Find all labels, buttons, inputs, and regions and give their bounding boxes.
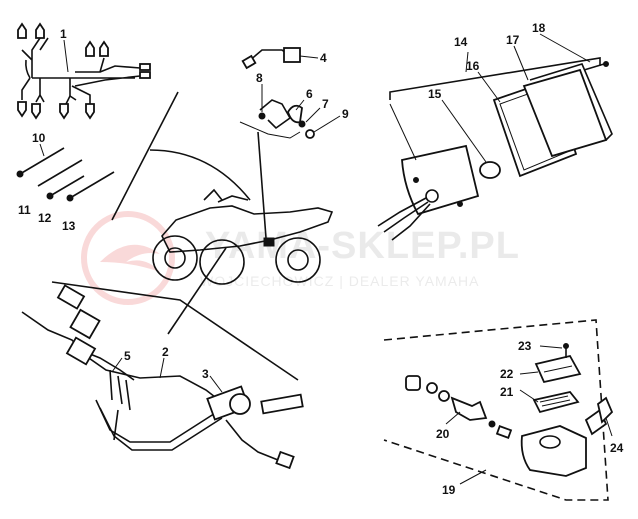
callout-4: 4: [320, 51, 327, 65]
callout-13: 13: [62, 219, 76, 233]
watermark-logo: [81, 211, 175, 305]
callout-23: 23: [518, 339, 532, 353]
callout-22: 22: [500, 367, 514, 381]
callout-21: 21: [500, 385, 514, 399]
callout-16: 16: [466, 59, 480, 73]
callout-7: 7: [322, 97, 329, 111]
callout-8: 8: [256, 71, 263, 85]
callout-1: 1: [60, 27, 67, 41]
callout-6: 6: [306, 87, 313, 101]
callout-9: 9: [342, 107, 349, 121]
wire-harness: 1: [17, 22, 151, 120]
callout-18: 18: [532, 21, 546, 35]
callout-14: 14: [454, 35, 468, 49]
bolts-group: 10 11 12 13: [16, 131, 115, 233]
watermark-subtitle: WOJCIECHOWICZ | DEALER YAMAHA: [200, 273, 479, 289]
watermark: YAMA-SKLEP.PL WOJCIECHOWICZ | DEALER YAM…: [81, 211, 520, 305]
atv-silhouette: [111, 91, 334, 335]
callout-10: 10: [32, 131, 46, 145]
callout-3: 3: [202, 367, 209, 381]
watermark-title: YAMA-SKLEP.PL: [205, 225, 520, 267]
relay-group: 4 8 6 7 9: [239, 47, 349, 139]
callout-17: 17: [506, 33, 520, 47]
callout-5: 5: [124, 349, 131, 363]
callout-19: 19: [442, 483, 456, 497]
tail-light-group: 14 15 16 17 18: [377, 21, 613, 241]
handlebar-group: 2 3 5: [21, 281, 304, 470]
callout-2: 2: [162, 345, 169, 359]
callout-11: 11: [18, 203, 31, 217]
master-cylinder-group: 19 20 21 22 23 24: [383, 319, 624, 501]
callout-20: 20: [436, 427, 450, 441]
callout-15: 15: [428, 87, 442, 101]
callout-12: 12: [38, 211, 52, 225]
callout-24: 24: [610, 441, 624, 455]
